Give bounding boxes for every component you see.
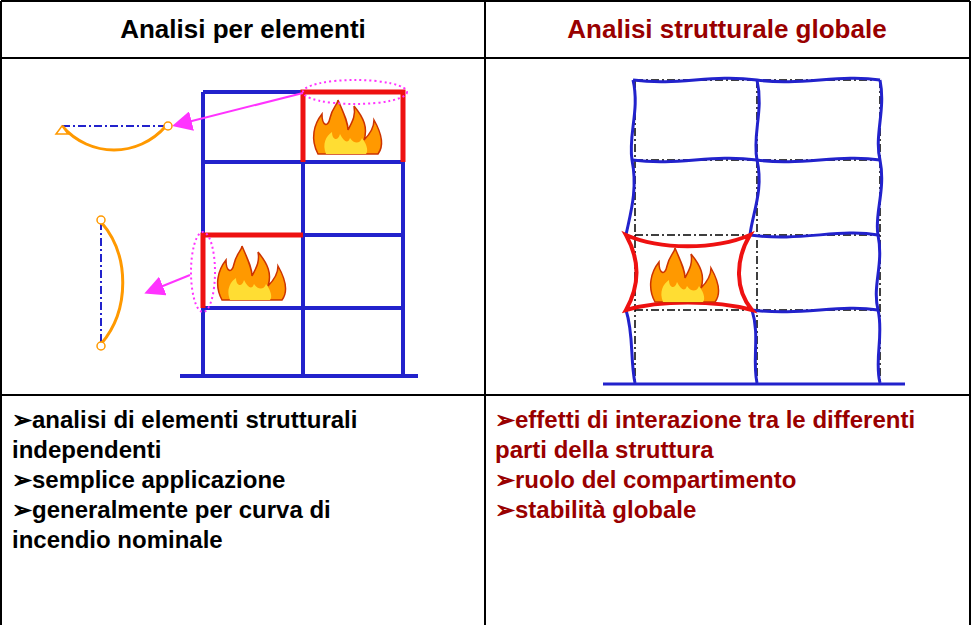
bullet-item: ➢effetti di interazione tra le different… [495,405,960,465]
bullet-item: ➢stabilità globale [495,495,960,525]
column-header: Analisi strutturale globale [490,14,964,44]
heated-members [203,92,403,308]
beam-icon [56,122,172,150]
frame [180,92,418,376]
bullet-item: ➢generalmente per curva di incendio nomi… [12,495,362,555]
bullet-item: ➢analisi di elementi strutturali indepen… [12,405,362,465]
fire [218,246,286,300]
column-header: Analisi per elementi [6,14,480,44]
heated-compartment [626,235,752,310]
selection [148,80,407,312]
undeformed-grid [635,80,880,383]
bullet-item: ➢semplice applicazione [12,465,362,495]
deformed-frame [603,78,905,384]
bullet-item: ➢ruolo del compartimento [495,465,960,495]
fire [314,100,382,154]
column-icon [97,216,123,350]
fire [651,248,719,302]
